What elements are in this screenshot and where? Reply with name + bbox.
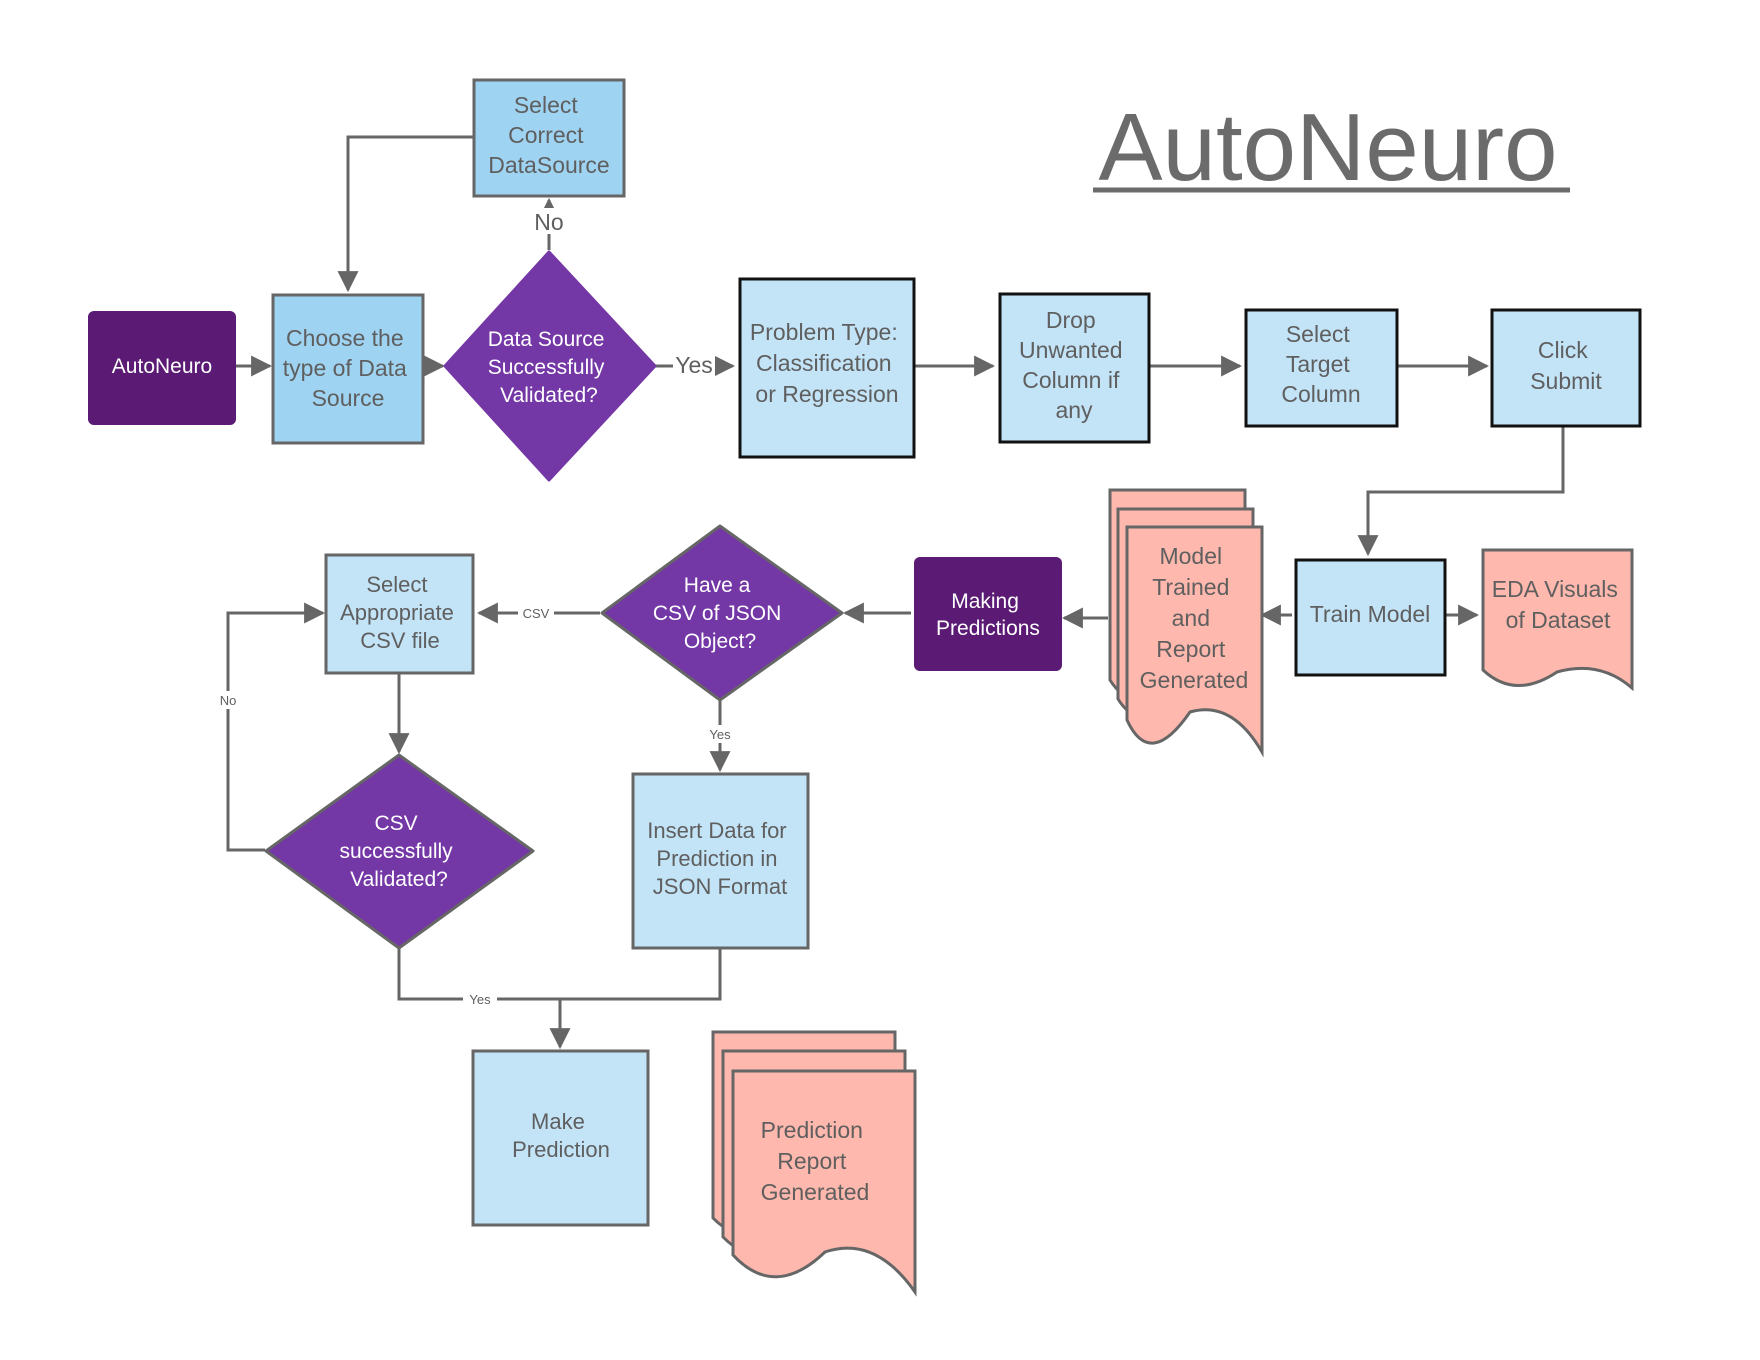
label-yes-bottom: Yes [469,992,491,1007]
csv-validated-decision: CSV successfully Validated? [264,753,535,950]
edge-json-to-make [549,948,722,1050]
prediction-report-label: Prediction Report Generated [761,1117,870,1205]
csv-or-json-label: Have a CSV of JSON Object? [653,574,787,653]
making-predictions-node: Making Predictions [914,557,1062,671]
model-report-label: Model Trained and Report Generated [1140,543,1249,693]
diagram-title: AutoNeuro [1093,94,1570,201]
making-predictions-label: Making Predictions [936,590,1040,640]
problem-type-box: Problem Type: Classification or Regressi… [738,277,916,459]
drop-column-label: Drop Unwanted Column if any [1019,307,1129,423]
label-yes-main: Yes [675,352,713,378]
data-source-validated-label: Data Source Successfully Validated? [488,328,611,407]
click-submit-box: Click Submit [1490,308,1642,428]
model-report-documents: Model Trained and Report Generated [1108,488,1264,758]
select-target-column-label: Select Target Column [1281,321,1360,407]
select-target-column-box: Select Target Column [1244,308,1399,428]
edge-selectcorrect-to-choose [337,135,474,293]
prediction-report-documents: Prediction Report Generated [711,1030,917,1297]
label-no-top: No [534,209,563,235]
make-prediction-label: Make Prediction [512,1109,610,1162]
label-csv: CSV [523,606,550,621]
start-node-label: AutoNeuro [112,355,212,378]
insert-json-label: Insert Data for Prediction in JSON Forma… [647,818,793,899]
eda-visuals-document: EDA Visuals of Dataset [1481,548,1634,692]
edge-csvvalidated-no [226,602,326,852]
select-csv-label: Select Appropriate CSV file [340,572,460,653]
click-submit-label: Click Submit [1530,337,1602,394]
csv-validated-label: CSV successfully Validated? [339,812,458,891]
drop-column-box: Drop Unwanted Column if any [998,292,1151,444]
edge-labels: No Yes CSV Yes No Yes [214,208,737,1008]
choose-data-source-label: Choose the type of Data Source [283,325,413,411]
train-model-box: Train Model [1294,558,1447,677]
choose-data-source-box: Choose the type of Data Source [271,293,425,445]
label-no-left: No [220,693,237,708]
edge-submit-to-train [1357,426,1565,557]
start-node: AutoNeuro [88,311,236,425]
select-correct-datasource-box: Select Correct DataSource [472,78,626,198]
label-yes-json: Yes [709,727,731,742]
insert-json-box: Insert Data for Prediction in JSON Forma… [631,772,810,950]
edge-csvvalidated-yes [397,948,560,1001]
connectors [226,135,1565,1050]
eda-visuals-label: EDA Visuals of Dataset [1492,576,1625,633]
data-source-validated-decision: Data Source Successfully Validated? [443,250,657,482]
select-csv-box: Select Appropriate CSV file [324,553,475,675]
make-prediction-box: Make Prediction [471,1049,650,1227]
select-correct-datasource-label: Select Correct DataSource [488,92,609,178]
csv-or-json-decision: Have a CSV of JSON Object? [600,524,844,702]
title-text: AutoNeuro [1099,94,1558,201]
train-model-label: Train Model [1310,601,1431,627]
problem-type-label: Problem Type: Classification or Regressi… [750,319,904,407]
